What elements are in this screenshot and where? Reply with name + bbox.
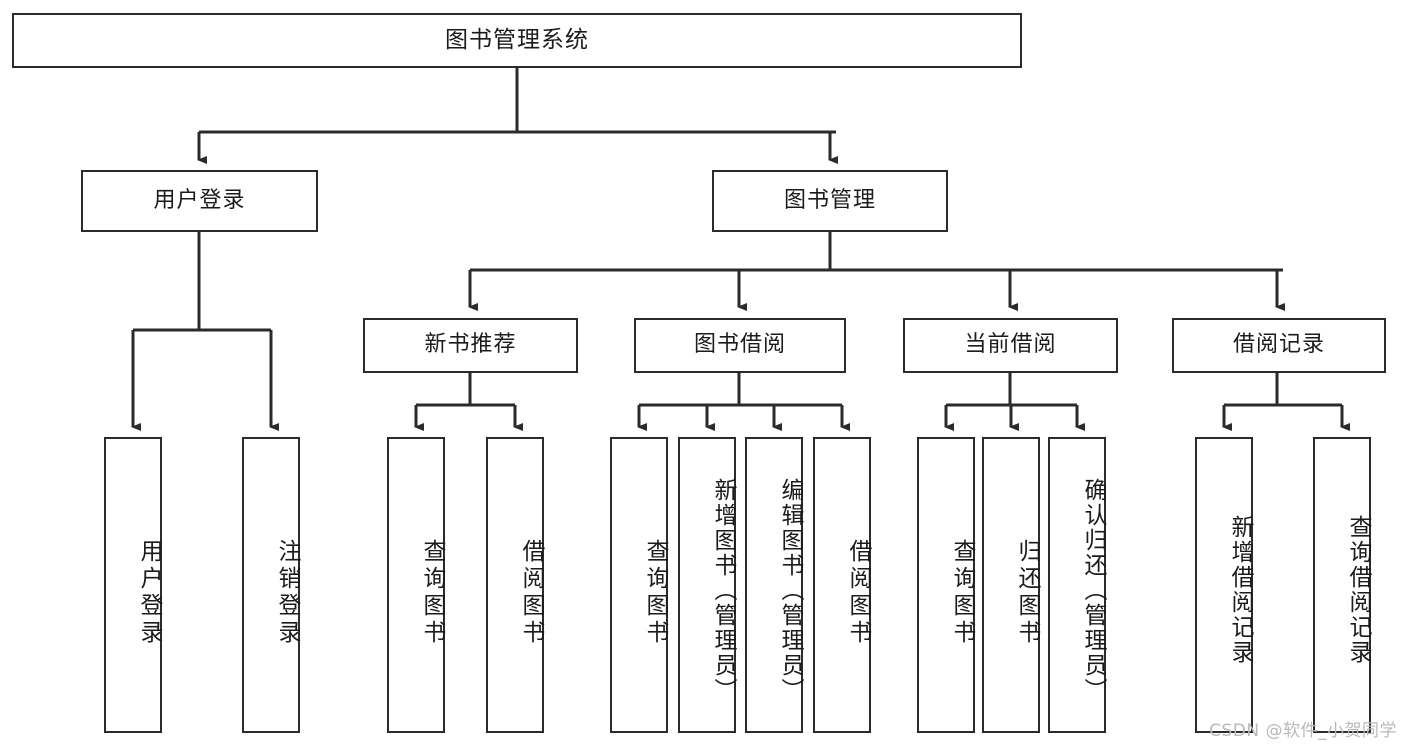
node-current-borrow[interactable]: 当前借阅 (903, 318, 1118, 373)
leaf-borrow-record-add-record[interactable]: 新增借阅记录 (1195, 437, 1253, 733)
leaf-user-login-logout[interactable]: 注销登录 (242, 437, 300, 733)
node-label: 借阅记录 (1232, 332, 1325, 358)
node-label: 图书管理系统 (445, 26, 589, 53)
leaf-book-borrow-add-book-admin[interactable]: 新增图书（管理员） (678, 437, 736, 733)
node-label: 查询图书 (642, 539, 668, 647)
node-label: 新书推荐 (424, 332, 517, 358)
leaf-new-book-borrow-book[interactable]: 借阅图书 (486, 437, 544, 733)
node-new-book-recommend[interactable]: 新书推荐 (363, 318, 578, 373)
leaf-current-borrow-query-book[interactable]: 查询图书 (917, 437, 975, 733)
node-label: 借阅图书 (518, 539, 544, 647)
node-label: 确认归还（管理员） (1080, 477, 1106, 703)
leaf-current-borrow-return-book[interactable]: 归还图书 (982, 437, 1040, 733)
node-user-login[interactable]: 用户登录 (81, 170, 318, 232)
node-label: 归还图书 (1014, 539, 1040, 647)
node-label: 查询图书 (949, 539, 975, 647)
node-label: 借阅图书 (845, 539, 871, 647)
leaf-borrow-record-query-record[interactable]: 查询借阅记录 (1313, 437, 1371, 733)
node-book-management[interactable]: 图书管理 (712, 170, 948, 232)
node-borrow-record[interactable]: 借阅记录 (1172, 318, 1386, 373)
watermark-text: CSDN @软件_小贺同学 (1209, 721, 1397, 741)
node-label: 编辑图书（管理员） (777, 477, 803, 703)
node-label: 新增借阅记录 (1227, 515, 1253, 665)
node-label: 图书管理 (783, 187, 876, 213)
node-label: 查询借阅记录 (1345, 515, 1371, 665)
node-book-borrow[interactable]: 图书借阅 (634, 318, 846, 373)
node-label: 新增图书（管理员） (710, 477, 736, 703)
node-label: 当前借阅 (964, 332, 1057, 358)
node-root-book-management-system[interactable]: 图书管理系统 (12, 13, 1022, 68)
leaf-user-login-login[interactable]: 用户登录 (104, 437, 162, 733)
node-label: 查询图书 (419, 539, 445, 647)
node-label: 用户登录 (153, 187, 246, 213)
node-label: 注销登录 (274, 539, 300, 647)
node-label: 用户登录 (136, 539, 162, 647)
node-label: 图书借阅 (693, 332, 786, 358)
leaf-new-book-query-book[interactable]: 查询图书 (387, 437, 445, 733)
leaf-book-borrow-borrow-book[interactable]: 借阅图书 (813, 437, 871, 733)
leaf-current-borrow-confirm-return-admin[interactable]: 确认归还（管理员） (1048, 437, 1106, 733)
leaf-book-borrow-query-book[interactable]: 查询图书 (610, 437, 668, 733)
leaf-book-borrow-edit-book-admin[interactable]: 编辑图书（管理员） (745, 437, 803, 733)
